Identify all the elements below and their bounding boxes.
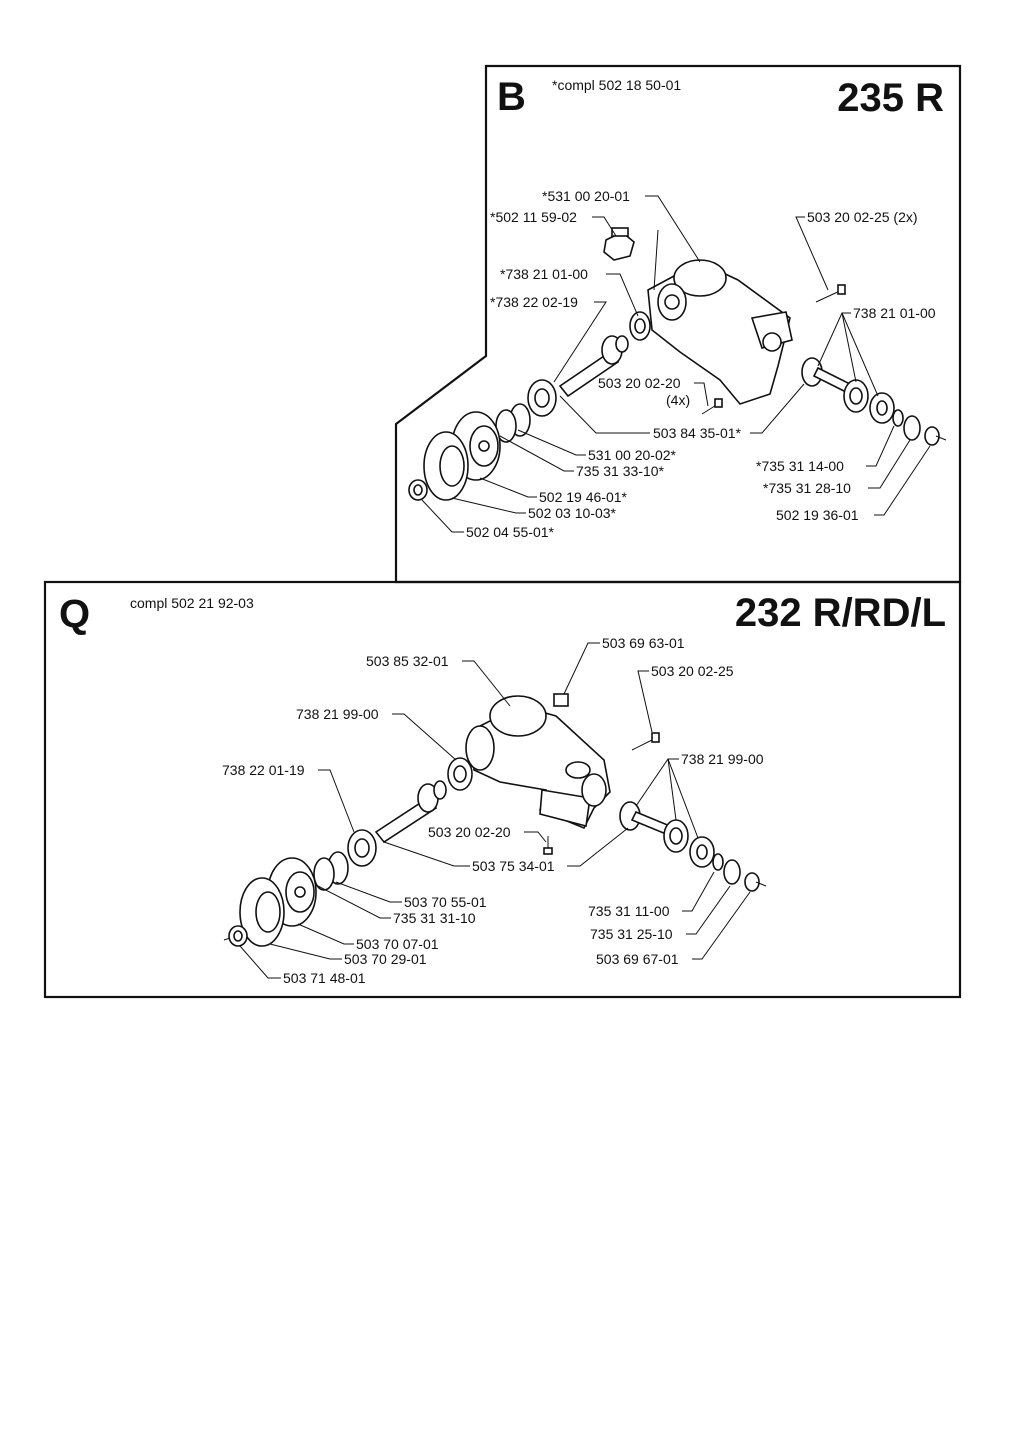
q-bearing-lower <box>347 829 377 867</box>
b-label-735-31-14-00: *735 31 14-00 <box>756 458 844 474</box>
q-screw-top <box>631 732 660 751</box>
q-support-cup <box>239 877 285 947</box>
section-q-frame <box>43 580 962 999</box>
q-label-503-71-48-01: 503 71 48-01 <box>283 970 366 986</box>
q-bearing-upper <box>447 757 473 791</box>
section-q-labels: 503 69 63-01 503 85 32-01 503 20 02-25 7… <box>222 635 764 986</box>
b-gear-housing <box>647 259 793 405</box>
q-circlips <box>313 851 349 891</box>
b-label-502-03-10-03: 502 03 10-03* <box>528 505 617 521</box>
b-bearing-upper <box>629 311 651 341</box>
q-plug <box>553 693 569 707</box>
b-label-531-00-20-01: *531 00 20-01 <box>542 188 630 204</box>
q-label-735-31-31-10: 735 31 31-10 <box>393 910 476 926</box>
q-label-503-20-02-20: 503 20 02-20 <box>428 824 511 840</box>
section-b-note: *compl 502 18 50-01 <box>552 77 681 93</box>
q-label-503-69-67-01: 503 69 67-01 <box>596 951 679 967</box>
b-label-503-20-02-20: 503 20 02-20 <box>598 375 681 391</box>
q-label-503-85-32-01: 503 85 32-01 <box>366 653 449 669</box>
q-label-735-31-25-10: 735 31 25-10 <box>590 926 673 942</box>
q-nut <box>223 925 248 947</box>
q-label-738-21-99-00-a: 738 21 99-00 <box>296 706 379 722</box>
q-label-735-31-11-00: 735 31 11-00 <box>588 903 670 919</box>
b-label-738-22-02-19: *738 22 02-19 <box>490 294 578 310</box>
section-q-model: 232 R/RD/L <box>735 591 946 635</box>
b-label-738-21-01-00-a: *738 21 01-00 <box>500 266 588 282</box>
q-label-503-70-07-01: 503 70 07-01 <box>356 936 439 952</box>
b-label-735-31-33-10: 735 31 33-10* <box>576 463 665 479</box>
q-label-503-70-55-01: 503 70 55-01 <box>404 894 487 910</box>
b-nut <box>408 479 428 501</box>
b-label-502-19-36-01: 502 19 36-01 <box>776 507 859 523</box>
b-screw-top <box>815 284 846 303</box>
b-label-503-20-02-25: 503 20 02-25 (2x) <box>807 209 918 225</box>
b-label-531-00-20-02: 531 00 20-02* <box>588 447 677 463</box>
b-label-738-21-01-00-b: 738 21 01-00 <box>853 305 936 321</box>
section-b-parts <box>408 227 947 501</box>
section-q-leaders <box>239 642 751 979</box>
b-output-gear <box>801 357 947 446</box>
q-label-503-69-63-01: 503 69 63-01 <box>602 635 685 651</box>
q-label-503-20-02-25: 503 20 02-25 <box>651 663 734 679</box>
section-b-model: 235 R <box>837 76 944 120</box>
section-q-letter: Q <box>59 592 90 636</box>
section-q-parts <box>223 693 767 947</box>
q-label-738-21-99-00-b: 738 21 99-00 <box>681 751 764 767</box>
section-b-leaders <box>421 195 931 533</box>
section-b-labels: *531 00 20-01 *502 11 59-02 503 20 02-25… <box>466 188 936 540</box>
q-label-503-75-34-01: 503 75 34-01 <box>472 858 555 874</box>
b-label-503-84-35-01: 503 84 35-01* <box>653 425 742 441</box>
section-b-letter: B <box>497 75 526 119</box>
b-bearing-lower <box>527 379 557 417</box>
b-pinion-shaft <box>558 335 629 398</box>
b-label-502-19-46-01: 502 19 46-01* <box>539 489 628 505</box>
b-support-cup <box>423 431 469 501</box>
b-label-502-04-55-01: 502 04 55-01* <box>466 524 555 540</box>
q-screw-mid <box>543 836 553 855</box>
section-q-note: compl 502 21 92-03 <box>130 595 254 611</box>
q-label-738-22-01-19: 738 22 01-19 <box>222 762 305 778</box>
b-label-4x: (4x) <box>666 392 690 408</box>
q-label-503-70-29-01: 503 70 29-01 <box>344 951 427 967</box>
b-plug <box>603 227 635 261</box>
q-gear-housing <box>465 695 611 830</box>
q-pinion-shaft <box>374 780 447 844</box>
q-output-gear <box>619 801 767 892</box>
b-label-735-31-28-10: *735 31 28-10 <box>763 480 851 496</box>
b-screw-mid <box>701 398 723 415</box>
b-label-502-11-59-02: *502 11 59-02 <box>490 209 577 225</box>
